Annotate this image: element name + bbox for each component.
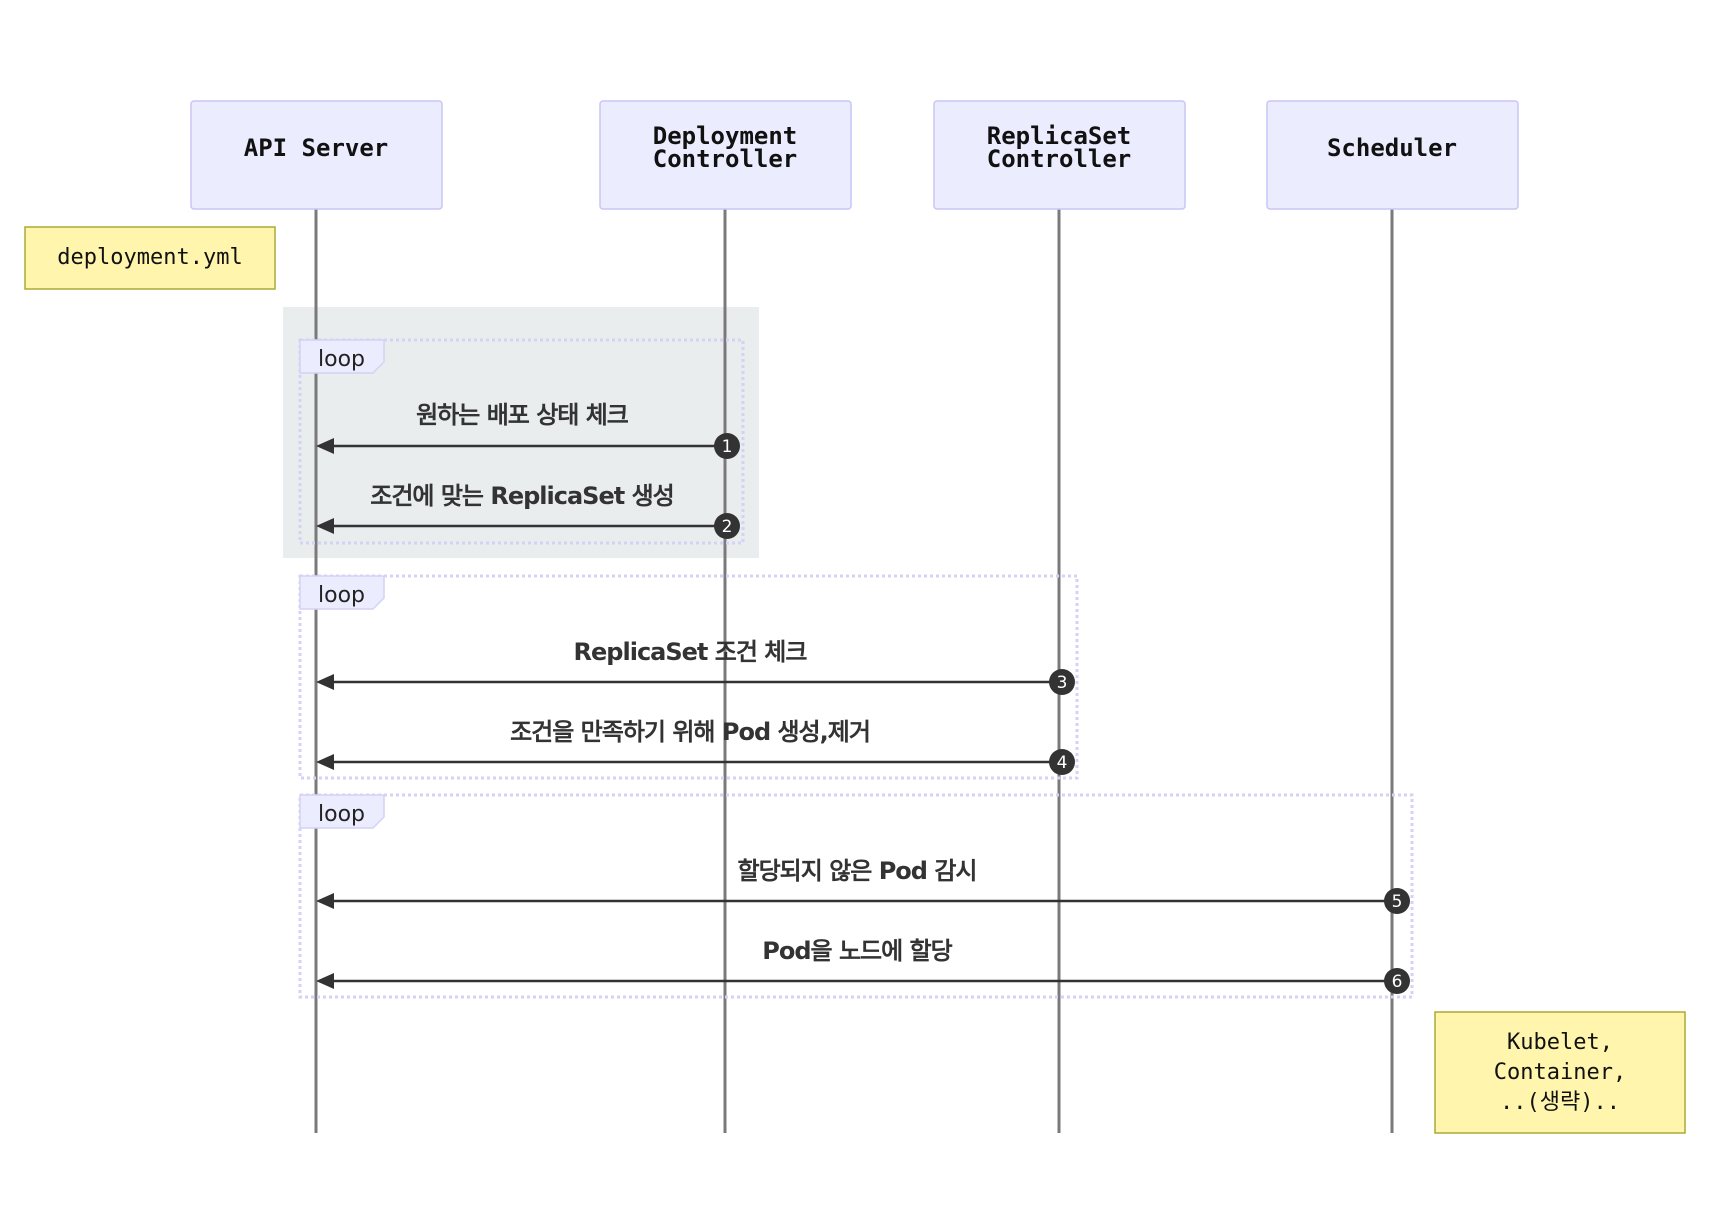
message-3-seq-number: 3 <box>1057 673 1068 693</box>
actor-deployment-controller: Deployment Controller <box>599 100 852 210</box>
message-5-label: 할당되지 않은 Pod 감시 <box>738 857 977 885</box>
message-1-label: 원하는 배포 상태 체크 <box>416 401 629 429</box>
note-kubelet: Kubelet, Container, ..(생략).. <box>1434 1011 1686 1134</box>
message-6-label: Pod을 노드에 할당 <box>762 937 952 965</box>
actor-api-server-label: API Server <box>244 134 389 162</box>
message-4-seq-badge <box>1049 749 1075 775</box>
message-1-seq-badge <box>714 433 740 459</box>
note-deployment-yml-text: deployment.yml <box>57 245 242 270</box>
message-2-label: 조건에 맞는 ReplicaSet 생성 <box>370 482 673 510</box>
message-1: 원하는 배포 상태 체크 1 <box>316 401 740 459</box>
message-5-seq-number: 5 <box>1392 892 1403 912</box>
note-kubelet-line1: Kubelet, <box>1507 1030 1613 1055</box>
actor-replicaset-controller-label-line2: Controller <box>987 145 1132 173</box>
actor-scheduler-label: Scheduler <box>1327 134 1457 162</box>
actor-deployment-controller-label-line2: Controller <box>653 145 798 173</box>
loop-1-label: loop <box>318 347 365 372</box>
loop-frame-2: loop <box>298 574 1079 780</box>
message-4-arrowhead <box>316 754 334 770</box>
actor-api-server: API Server <box>190 100 443 210</box>
message-1-arrowhead <box>316 438 334 454</box>
message-2-seq-number: 2 <box>722 517 733 537</box>
message-3-seq-badge <box>1049 669 1075 695</box>
message-6-seq-badge <box>1384 968 1410 994</box>
message-6: Pod을 노드에 할당 6 <box>316 937 1410 994</box>
note-deployment-yml: deployment.yml <box>24 226 276 290</box>
message-6-arrowhead <box>316 973 334 989</box>
message-4-seq-number: 4 <box>1057 753 1068 773</box>
loop-3-label: loop <box>318 802 365 827</box>
message-1-seq-number: 1 <box>722 437 733 457</box>
message-3-arrowhead <box>316 674 334 690</box>
message-5: 할당되지 않은 Pod 감시 5 <box>316 857 1410 914</box>
actor-deployment-controller-label-line1: Deployment <box>653 122 798 150</box>
note-kubelet-line2: Container, <box>1494 1060 1626 1085</box>
message-3: ReplicaSet 조건 체크 3 <box>316 638 1075 695</box>
message-4: 조건을 만족하기 위해 Pod 생성,제거 4 <box>316 718 1075 775</box>
actor-scheduler: Scheduler <box>1266 100 1519 210</box>
loop-frame-1: loop <box>298 338 745 545</box>
message-5-arrowhead <box>316 893 334 909</box>
actor-replicaset-controller-label-line1: ReplicaSet <box>987 122 1132 150</box>
message-4-label: 조건을 만족하기 위해 Pod 생성,제거 <box>510 718 870 746</box>
message-2-seq-badge <box>714 513 740 539</box>
actor-replicaset-controller: ReplicaSet Controller <box>933 100 1186 210</box>
message-5-seq-badge <box>1384 888 1410 914</box>
message-3-label: ReplicaSet 조건 체크 <box>574 638 808 666</box>
note-kubelet-line3: ..(생략).. <box>1500 1090 1620 1115</box>
message-2-arrowhead <box>316 518 334 534</box>
loop-frame-3: loop <box>298 793 1414 999</box>
loop-2-label: loop <box>318 583 365 608</box>
message-6-seq-number: 6 <box>1392 972 1403 992</box>
message-2: 조건에 맞는 ReplicaSet 생성 2 <box>316 482 740 539</box>
